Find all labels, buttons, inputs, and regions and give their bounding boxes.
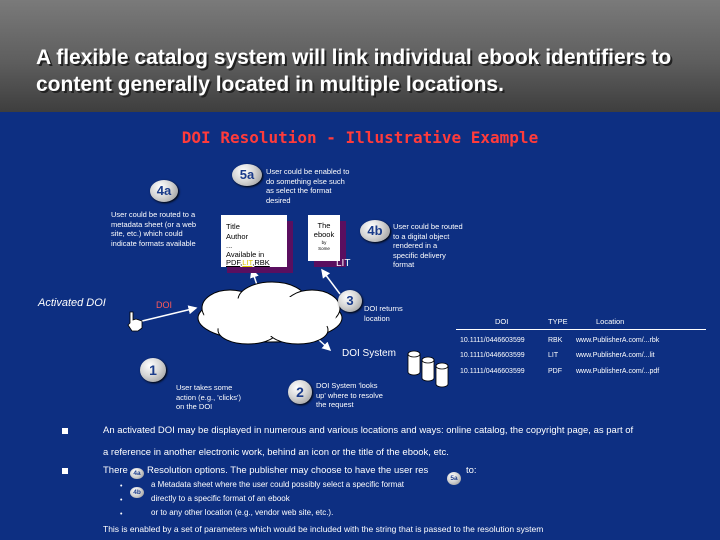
slide-title: A flexible catalog system will link indi… — [36, 46, 672, 96]
step-5a-text: User could be enabled to do something el… — [266, 167, 350, 205]
sub-bullet-dot: • — [120, 483, 123, 490]
table-cell: 10.1111/0446603599 — [460, 368, 525, 375]
step-4a-badge: 4a — [150, 180, 178, 202]
table-cell: PDF — [548, 368, 562, 375]
inline-5a-badge: 5a — [447, 472, 461, 485]
bullet-2-post: to: — [466, 465, 477, 476]
metadata-title: Title — [226, 222, 240, 231]
table-cell: www.PublisherA.com/...rbk — [576, 337, 660, 344]
step-4a-text: User could be routed to a metadata sheet… — [111, 210, 197, 248]
table-cell: LIT — [548, 352, 559, 359]
title-band — [0, 0, 720, 112]
sub-bullet-2: directly to a specific format of an eboo… — [151, 494, 290, 503]
arrow-cloud-to-ebook — [321, 268, 341, 295]
table-cell: www.PublisherA.com/...lit — [576, 352, 655, 359]
table-rule — [456, 329, 706, 330]
metadata-format-list: PDF,LIT,RBK — [226, 258, 270, 267]
cloud-icon — [197, 281, 343, 345]
bullet-2-mid: Resolution options. The publisher may ch… — [147, 465, 429, 476]
diagram-title: DOI Resolution - Illustrative Example — [181, 128, 539, 147]
step-5a-badge: 5a — [232, 164, 262, 186]
activated-doi-label: Activated DOI — [38, 297, 106, 309]
table-header-location: Location — [596, 317, 625, 326]
step-4b-badge: 4b — [360, 220, 390, 242]
sub-bullet-1: a Metadata sheet where the user could po… — [151, 480, 405, 489]
bullet-square-icon — [62, 428, 68, 434]
bullet-1-cont: a reference in another electronic work, … — [103, 447, 449, 458]
bullet-square-icon — [62, 468, 68, 474]
metadata-available-in: Available in — [226, 250, 265, 259]
format-pdf[interactable]: PDF — [226, 258, 241, 267]
lit-label: LIT — [336, 258, 351, 269]
arrow-doi-to-cloud — [137, 305, 198, 323]
step-2-text: DOI System 'looks up' where to resolve t… — [316, 381, 383, 409]
table-cell: www.PublisherA.com/...pdf — [576, 368, 660, 375]
format-lit[interactable]: LIT — [242, 258, 253, 267]
step-1-badge: 1 — [140, 358, 166, 382]
table-cell: RBK — [548, 337, 563, 344]
sub-bullet-dot: • — [120, 511, 123, 518]
table-cell: 10.1111/0446603599 — [460, 337, 525, 344]
ebook-byline: by — [321, 240, 327, 245]
inline-4b-badge: 4b — [130, 487, 144, 498]
doi-tag-label[interactable]: DOI — [156, 300, 173, 310]
step-3-text: DOI returns location — [364, 304, 403, 323]
step-4b-text: User could be routed to a digital object… — [393, 222, 463, 269]
step-1-text: User takes some action (e.g., 'clicks') … — [176, 383, 241, 411]
step-2-badge: 2 — [288, 380, 312, 404]
ebook-title: The ebook — [313, 221, 335, 239]
metadata-ellipsis: ... — [226, 241, 233, 250]
bullet-1-text: An activated DOI may be displayed in num… — [103, 425, 634, 436]
bullet-2-pre: There — [103, 465, 128, 476]
ebook-card: The ebook by Some — [308, 215, 340, 261]
database-cylinder-icon — [407, 350, 449, 388]
resolution-table: DOI TYPE Location 10.1111/0446603599 RBK… — [456, 313, 706, 385]
table-cell: 10.1111/0446603599 — [460, 352, 525, 359]
inline-4a-badge: 4a — [130, 468, 144, 479]
doi-system-label: DOI System — [342, 348, 396, 359]
sub-bullet-dot: • — [120, 497, 123, 504]
footer-text: This is enabled by a set of parameters w… — [103, 524, 544, 534]
cursor-hand-icon — [127, 311, 143, 332]
step-3-badge: 3 — [338, 290, 362, 312]
metadata-author: Author — [226, 232, 249, 241]
table-header-type: TYPE — [548, 317, 568, 326]
format-rbk[interactable]: RBK — [254, 258, 270, 267]
ebook-author: Some — [318, 246, 330, 251]
sub-bullet-3: or to any other location (e.g., vendor w… — [151, 508, 334, 517]
table-header-doi: DOI — [495, 317, 509, 326]
metadata-sheet-card: Title Author ... Available in PDF,LIT,RB… — [221, 215, 287, 267]
